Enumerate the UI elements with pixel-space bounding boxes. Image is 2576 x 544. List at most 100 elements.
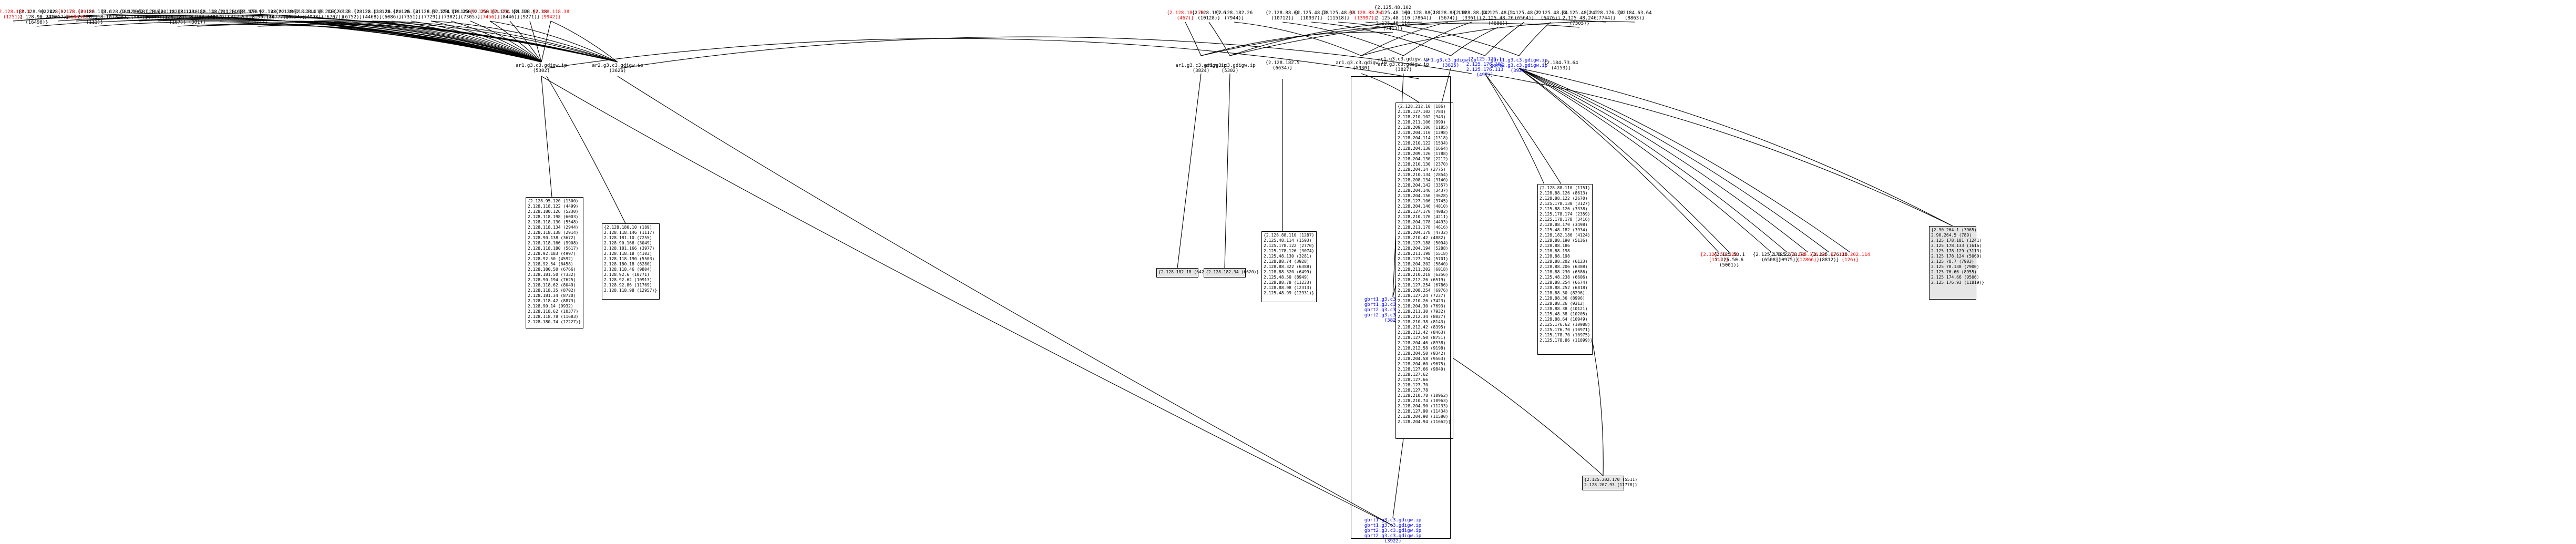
edge-6 xyxy=(94,21,542,63)
node-t36-line: 2.125.48.114 xyxy=(1376,21,1410,26)
node-m6[interactable]: {2.125.176.18(8812)} xyxy=(1811,252,1848,263)
hub-h2[interactable]: ar2.g3.c3.gdigw.ip(3626) xyxy=(592,63,643,74)
node-t45[interactable]: {2.184.63.64(8863)} xyxy=(1617,11,1651,21)
node-t4-line: {2.128.189.86 xyxy=(57,9,95,15)
address-box-b1[interactable]: {2.128.95.120 (1300)2.128.118.122 (4499)… xyxy=(526,197,583,329)
node-m7[interactable]: {2.125.202.114(126)} xyxy=(1830,252,1870,263)
address-box-b2[interactable]: {2.128.180.10 (189)2.128.118.146 (1117)2… xyxy=(602,223,660,300)
node-t18[interactable]: {2.128.118.22(6752)} xyxy=(334,9,371,20)
node-t5-line: 2.128.118.10 xyxy=(77,15,112,20)
node-t35[interactable]: {2.128.88.94(13997)} xyxy=(1348,11,1382,21)
node-t28[interactable]: {2.128.118.38(9942)} xyxy=(532,9,569,20)
node-t16-line: (4098)} xyxy=(304,15,324,20)
node-t33[interactable]: {2.125.48.78(10937)} xyxy=(1294,11,1328,21)
node-t25[interactable]: {2.128.189.254(7456)} xyxy=(470,9,510,20)
node-t11[interactable]: {2.128.181.146(3079)} xyxy=(200,9,240,20)
node-t22[interactable]: {2.128.92.254(7729)} xyxy=(413,9,449,20)
edge-26 xyxy=(391,20,542,63)
node-t23[interactable]: {2.128.118.250(7302)} xyxy=(431,9,471,20)
edge-78 xyxy=(546,38,1420,79)
node-t37[interactable]: {2.128.88.18(7864)} xyxy=(1404,11,1439,21)
node-t19[interactable]: {2.128.118.26(4468)} xyxy=(354,9,391,20)
node-t30[interactable]: {2.128.181.6(10128)} xyxy=(1192,11,1226,21)
node-t40-line: 2.125.48.26 xyxy=(1482,16,1514,21)
node-t32[interactable]: {2.128.88.60(10712)} xyxy=(1265,11,1299,21)
node-t34[interactable]: {2.125.48.98(11518)} xyxy=(1321,11,1355,21)
node-t21[interactable]: {2.128.181.26(7351)} xyxy=(393,9,429,20)
address-box-b5[interactable]: {2.128.88.110 (1287)2.125.48.114 (1593)2… xyxy=(1261,231,1317,302)
node-t1[interactable]: {2.128.189.4(1251)} xyxy=(0,9,30,20)
address-box-b4[interactable]: {2.128.182.34 (6620)} xyxy=(1204,268,1259,278)
node-t41[interactable]: {2.125.48.22(6564)} xyxy=(1507,11,1541,21)
node-t19-line: {2.128.118.26 xyxy=(353,9,391,15)
address-row: 2.128.92.50 (4592) xyxy=(528,256,573,261)
node-m2-line: 2.125.50.6 xyxy=(1715,258,1744,263)
address-box-b8[interactable]: {2.90.264.1 (3965)2.90.264.5 (789)2.125.… xyxy=(1929,226,1984,300)
address-row: 2.128.211.198 (5518) xyxy=(1398,251,1449,256)
hub-h5-line: {2.128.182.5 xyxy=(1265,60,1300,66)
address-box-b6[interactable]: {2.128.212.10 (186)2.128.127.102 (784)2.… xyxy=(1395,102,1453,439)
hub-h8[interactable]: ar1.g3.c3.gdigw.ip(3825) xyxy=(1425,58,1476,68)
node-t29[interactable]: {2.128.181.70(467)} xyxy=(1167,11,1204,21)
address-box-b7[interactable]: {2.128.88.110 (1151)2.128.88.126 (8613)2… xyxy=(1537,184,1593,355)
node-t17[interactable]: {2.128.92.2(6707)} xyxy=(318,9,350,20)
node-t4[interactable]: {2.128.189.86(11063)} xyxy=(58,9,95,20)
node-m1-line: (1517)} xyxy=(1709,258,1729,263)
node-t7-line: (944)} xyxy=(130,15,148,20)
hub-h6[interactable]: ar1.g3.c3.gdigw.ip(5930) xyxy=(1336,60,1387,71)
node-t26[interactable]: {2.128.181.38(8446)} xyxy=(491,9,528,20)
node-m3[interactable]: {2.125.178.22(6508)} xyxy=(1753,252,1790,263)
node-t18-line: (6752)} xyxy=(342,15,362,20)
node-t28-line: (9942)} xyxy=(541,15,561,20)
node-t44[interactable]: {2.128.176.202(7744)} xyxy=(1586,11,1626,21)
node-t3[interactable]: {2.128.92.78(10057)} xyxy=(40,9,75,20)
node-t39[interactable]: {2.128.88.142(3361)} xyxy=(1453,11,1490,21)
hub-h11[interactable]: {2.184.73.64(4153)} xyxy=(1544,60,1578,71)
hub-h3[interactable]: ar1.g3.c3.gdigw.ip(3824) xyxy=(1175,63,1227,74)
node-t31[interactable]: {2.128.182.26(7944)} xyxy=(1216,11,1253,21)
node-t42[interactable]: {2.125.48.34(6476)} xyxy=(1533,11,1567,21)
node-m1[interactable]: {2.125.50.128(1517)} xyxy=(1700,252,1737,263)
hub-h1[interactable]: ar1.g3.c3.gdigw.ip(5302) xyxy=(516,63,567,74)
node-t6[interactable]: {2.128.180.106(844)} xyxy=(101,9,141,20)
hub-h4[interactable]: ar1.g3.c3.gdigw.ip(5302) xyxy=(1204,63,1256,74)
address-row: 2.128.118.46 (9804) xyxy=(604,267,652,272)
node-t44-line: {2.128.176.202 xyxy=(1586,11,1626,16)
node-t27[interactable]: {2.128.92.38(9271)} xyxy=(512,9,547,20)
address-row: 2.128.92.86 (11769) xyxy=(604,283,652,288)
address-box-b9[interactable]: {2.125.202.170 (5511)2.128.207.93 (11778… xyxy=(1582,476,1637,490)
node-t38[interactable]: {2.128.88.118(5674)} xyxy=(1430,11,1466,21)
node-m5[interactable]: {2.125.176.94(12866)} xyxy=(1790,252,1826,263)
node-t14[interactable]: {2.128.92.186(14777)} xyxy=(259,9,296,20)
edge-68 xyxy=(1518,68,1772,253)
hub-h5[interactable]: {2.128.182.5(6634)} xyxy=(1265,60,1299,71)
node-t16[interactable]: {2.128.118.218(4098)} xyxy=(294,9,334,20)
node-t31-line: (7944)} xyxy=(1224,16,1244,21)
node-t7[interactable]: {2.128.181.106(944)} xyxy=(119,9,159,20)
node-t8[interactable]: {2.128.180.112(1461)} xyxy=(138,9,178,20)
node-m4[interactable]: {2.125.178.70(10975)} xyxy=(1769,252,1805,263)
node-t12[interactable]: {2.128.181.170(4122)} xyxy=(218,9,258,20)
address-box-b3[interactable]: {2.128.182.18 (6424)} xyxy=(1156,268,1212,278)
node-t15[interactable]: {2.128.118.214(6224)} xyxy=(275,9,315,20)
node-t24[interactable]: {2.128.92.250(7305)} xyxy=(452,9,489,20)
node-t36-line: 2.125.48.110 xyxy=(1376,16,1410,21)
node-t41-line: (6564)} xyxy=(1514,16,1534,21)
node-t20[interactable]: {2.128.180.26(6086)} xyxy=(373,9,410,20)
address-row: 2.128.118.35 (8702) xyxy=(528,288,576,293)
node-m3-line: (6508)} xyxy=(1761,258,1781,263)
